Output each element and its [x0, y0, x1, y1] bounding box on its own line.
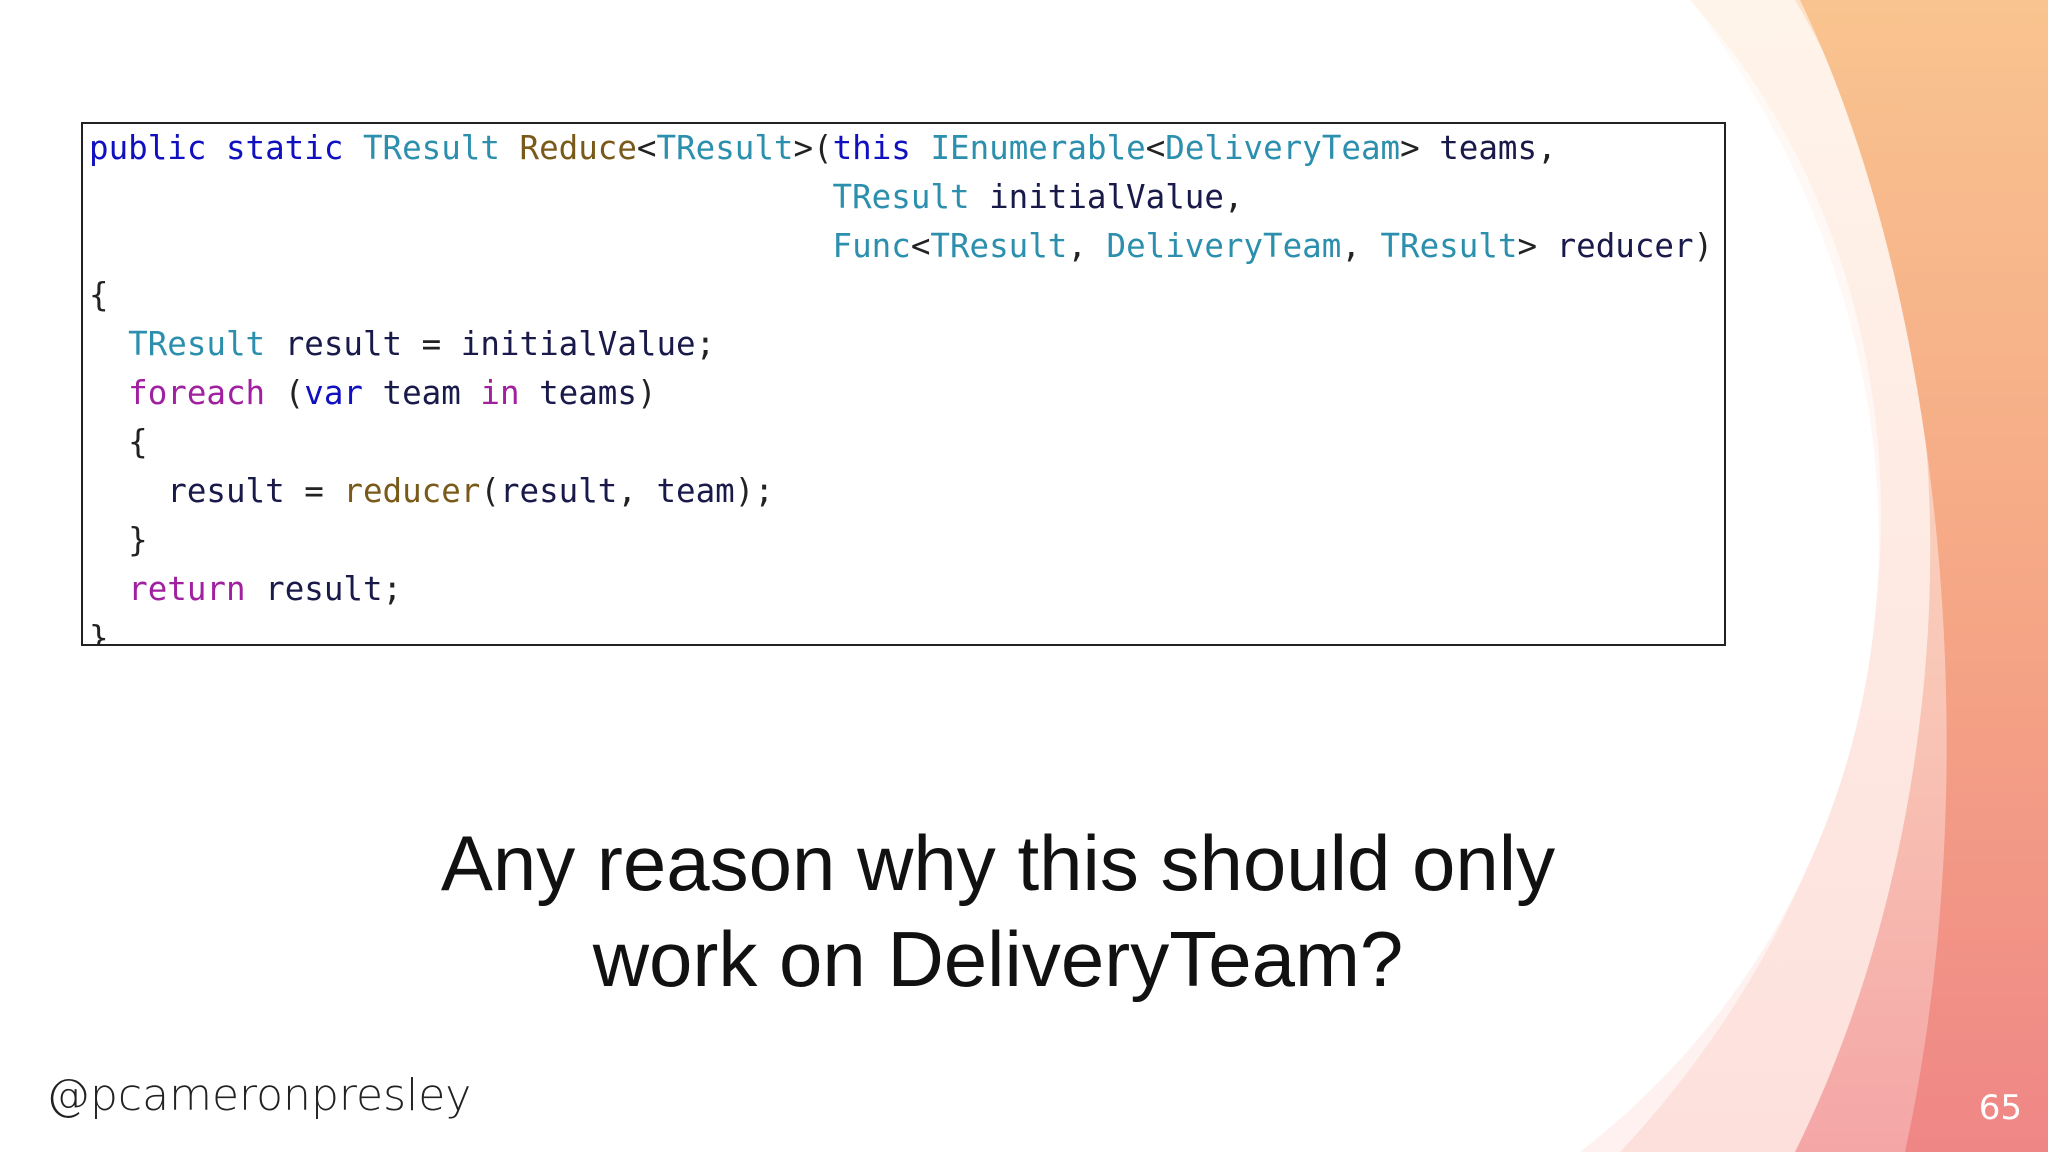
code-token: teams — [1439, 129, 1538, 167]
code-token: foreach — [128, 374, 266, 412]
code-line: Func<TResult, DeliveryTeam, TResult> red… — [89, 222, 1714, 271]
code-token — [343, 129, 363, 167]
code-token: < — [1145, 129, 1166, 167]
code-token — [520, 374, 540, 412]
code-token: >( — [793, 129, 833, 167]
code-line: } — [89, 516, 1713, 565]
code-token: TResult — [656, 129, 794, 167]
code-token: teams — [539, 374, 637, 412]
slide-title: Any reason why this should only work on … — [330, 815, 1666, 1007]
code-token: result — [167, 472, 285, 510]
code-token: ; — [695, 325, 716, 363]
code-line: public static TResult Reduce<TResult>(th… — [89, 124, 1713, 173]
code-snippet: public static TResult Reduce<TResult>(th… — [89, 124, 1714, 646]
code-token — [206, 129, 226, 167]
code-line: } — [89, 614, 1713, 646]
code-token: result — [499, 472, 618, 510]
code-line: return result; — [89, 565, 1713, 614]
code-token — [89, 178, 833, 216]
slide-title-line-2: work on DeliveryTeam? — [592, 915, 1404, 1003]
slide-title-line-1: Any reason why this should only — [440, 819, 1556, 907]
code-token: { — [89, 423, 148, 461]
code-token: } — [89, 619, 109, 646]
code-token: TResult — [832, 178, 970, 216]
code-token: > — [1517, 227, 1557, 265]
code-token: reducer — [1556, 227, 1694, 265]
orange-swoosh-main — [1800, 0, 2048, 1152]
code-token: < — [636, 129, 657, 167]
code-token: this — [832, 129, 911, 167]
code-token: ) — [1693, 227, 1714, 265]
code-line: { — [89, 418, 1713, 467]
code-line: { — [89, 271, 1713, 320]
code-token: IEnumerable — [930, 129, 1146, 167]
code-token: , — [1341, 227, 1381, 265]
code-token: < — [910, 227, 931, 265]
code-token: return — [128, 570, 246, 608]
code-token: initialValue — [989, 178, 1224, 216]
code-token: } — [89, 521, 148, 559]
code-token — [461, 374, 481, 412]
code-line: TResult initialValue, — [89, 173, 1713, 222]
code-token: var — [304, 374, 363, 412]
code-token — [970, 178, 990, 216]
code-snippet-box: public static TResult Reduce<TResult>(th… — [81, 122, 1726, 646]
code-token: Func — [832, 227, 911, 265]
code-token: ); — [734, 472, 774, 510]
code-token: ( — [265, 374, 305, 412]
code-token — [246, 570, 266, 608]
code-token: initialValue — [460, 325, 696, 363]
code-line: result = reducer(result, team); — [89, 467, 1713, 516]
code-token: ) — [636, 374, 657, 412]
code-token: TResult — [1380, 227, 1518, 265]
code-token — [89, 570, 128, 608]
code-token: result — [265, 570, 383, 608]
code-token — [89, 374, 128, 412]
code-token — [265, 325, 285, 363]
code-token — [89, 227, 833, 265]
code-token: , — [617, 472, 657, 510]
code-token: TResult — [128, 325, 266, 363]
code-token: TResult — [362, 129, 500, 167]
author-handle: @pcameronpresley — [46, 1070, 472, 1121]
code-token — [89, 472, 167, 510]
code-token: reducer — [343, 472, 481, 510]
code-token: team — [382, 374, 461, 412]
code-token: = — [402, 325, 461, 363]
code-token — [363, 374, 383, 412]
code-token: static — [225, 129, 344, 167]
white-curve-overlay — [1580, 0, 1882, 1152]
code-token: in — [480, 374, 520, 412]
code-token — [89, 325, 128, 363]
code-token: ; — [382, 570, 403, 608]
code-token: DeliveryTeam — [1165, 129, 1401, 167]
code-token: , — [1067, 227, 1107, 265]
code-token: > — [1400, 129, 1440, 167]
code-token: = — [284, 472, 344, 510]
code-token: , — [1223, 178, 1244, 216]
code-line: foreach (var team in teams) — [89, 369, 1713, 418]
code-token: DeliveryTeam — [1106, 227, 1342, 265]
code-token: { — [89, 276, 109, 314]
code-token — [500, 129, 520, 167]
slide-number: 65 — [1978, 1088, 2022, 1128]
code-token: result — [284, 325, 403, 363]
code-token: public — [89, 129, 207, 167]
code-line: TResult result = initialValue; — [89, 320, 1713, 369]
code-token: Reduce — [519, 129, 637, 167]
code-token: team — [656, 472, 735, 510]
code-token: ( — [480, 472, 500, 510]
code-token: , — [1537, 129, 1557, 167]
code-token: TResult — [930, 227, 1068, 265]
code-token — [911, 129, 931, 167]
